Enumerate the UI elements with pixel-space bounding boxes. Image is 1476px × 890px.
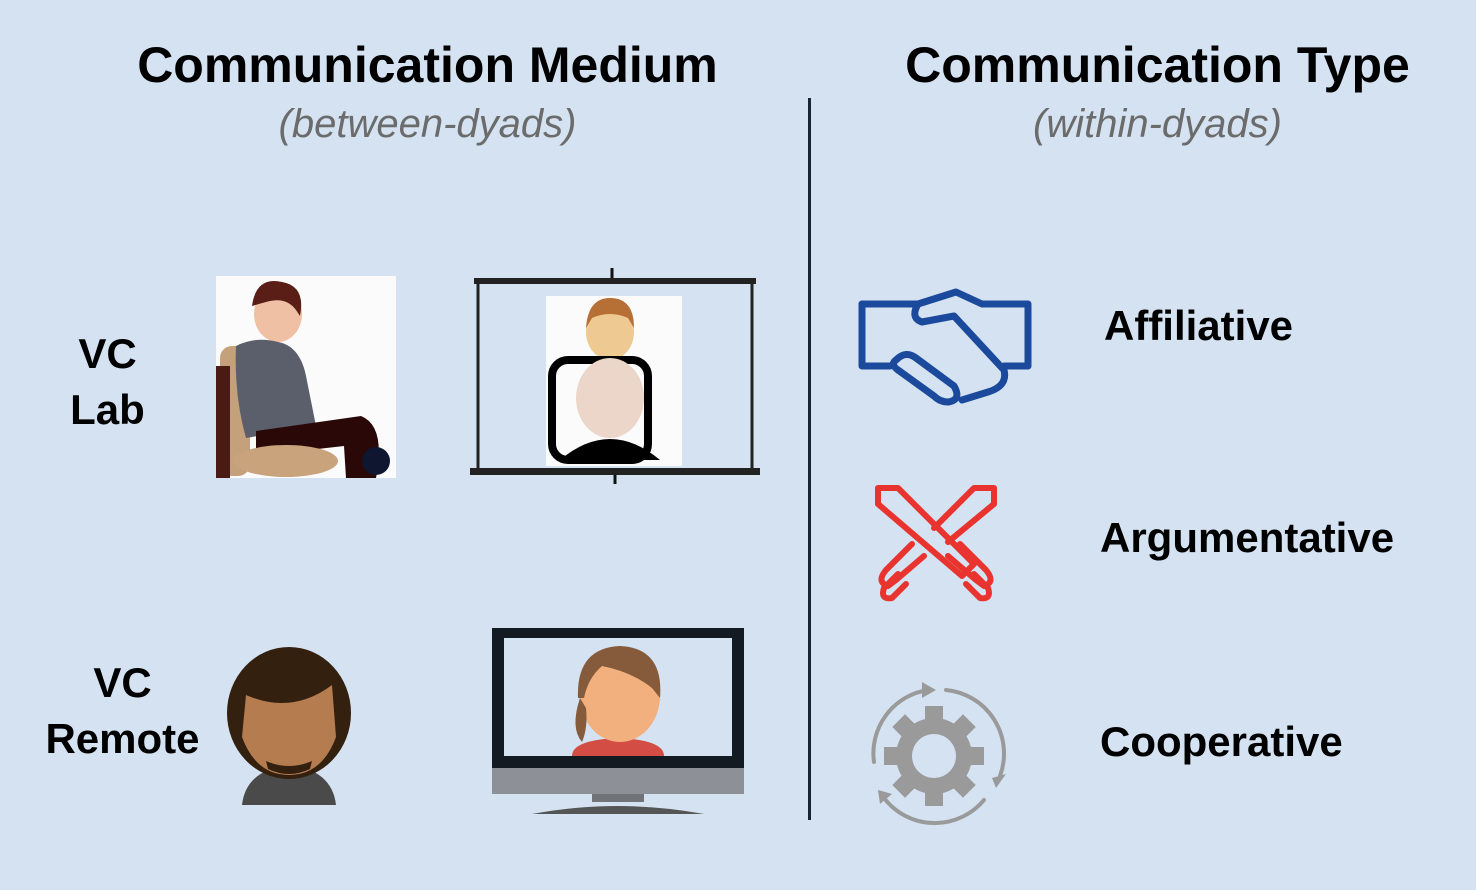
type-subtitle: (within-dyads): [1033, 102, 1282, 146]
type-title: Communication Type: [905, 37, 1410, 93]
medium-subtitle: (between-dyads): [278, 102, 577, 146]
medium-title: Communication Medium: [137, 37, 718, 93]
label-line: Remote: [45, 715, 200, 762]
type-label-cooperative: Cooperative: [1100, 718, 1343, 765]
label-line: VC: [78, 330, 137, 377]
gear-cycle-icon: [864, 680, 1008, 826]
monitor-image: [492, 628, 744, 818]
type-label-affiliative: Affiliative: [1104, 302, 1294, 349]
divider: [808, 98, 811, 820]
vc-lab-label: VC Lab: [40, 326, 175, 438]
seated-person-image: [216, 276, 396, 478]
crossed-swords-icon: [874, 484, 998, 604]
type-label-argumentative: Argumentative: [1100, 514, 1395, 561]
label-line: Lab: [70, 386, 145, 433]
remote-person-avatar: [222, 645, 357, 805]
vc-remote-label: VC Remote: [30, 655, 215, 767]
handshake-icon: [858, 288, 1034, 406]
label-line: VC: [93, 659, 152, 706]
projector-screen-image: [470, 268, 760, 484]
